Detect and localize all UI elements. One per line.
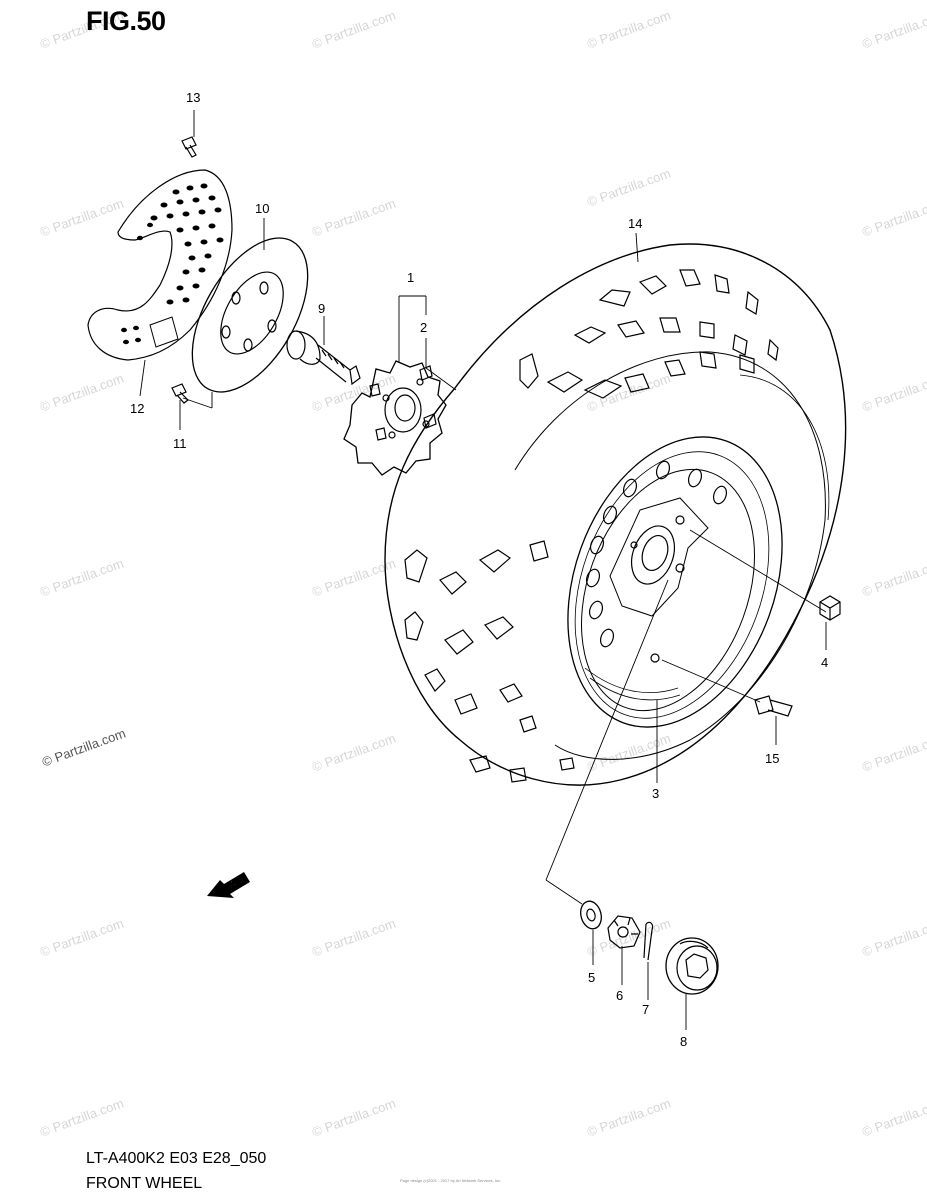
- callout-3[interactable]: 3: [652, 786, 660, 801]
- fwd-direction-arrow: FWD: [207, 872, 250, 898]
- callout-6[interactable]: 6: [616, 988, 624, 1003]
- cotter-pin[interactable]: [643, 921, 654, 961]
- copyright-fine-print: Page design (c)2001 - 2017 by Ari Networ…: [400, 1178, 502, 1183]
- callout-8[interactable]: 8: [680, 1034, 688, 1049]
- callout-14[interactable]: 14: [628, 216, 643, 231]
- callout-5[interactable]: 5: [588, 970, 596, 985]
- axle-shaft[interactable]: [286, 330, 361, 386]
- callout-12[interactable]: 12: [130, 401, 145, 416]
- callout-4[interactable]: 4: [821, 655, 829, 670]
- wheel-rim[interactable]: [530, 407, 821, 757]
- callout-9[interactable]: 9: [318, 301, 326, 316]
- callout-10[interactable]: 10: [255, 201, 270, 216]
- wheel-hub[interactable]: [343, 360, 447, 476]
- brake-disc[interactable]: [169, 219, 332, 411]
- disc-bolt-11[interactable]: [171, 383, 189, 404]
- leader-lines: [139, 110, 827, 1030]
- callout-13[interactable]: 13: [186, 90, 201, 105]
- callout-7[interactable]: 7: [642, 1002, 650, 1017]
- callout-1[interactable]: 1: [407, 270, 415, 285]
- castle-nut[interactable]: [607, 915, 641, 949]
- tire[interactable]: [384, 243, 847, 786]
- section-name: FRONT WHEEL: [86, 1175, 203, 1192]
- callout-2[interactable]: 2: [420, 320, 428, 335]
- model-code: LT-A400K2 E03 E28_050: [86, 1150, 267, 1167]
- callout-11[interactable]: 11: [173, 436, 187, 451]
- hub-cap[interactable]: [665, 937, 719, 995]
- figure-label: FIG.50: [86, 6, 166, 36]
- brake-disc-cover[interactable]: [87, 169, 233, 361]
- callout-15[interactable]: 15: [765, 751, 780, 766]
- cover-bolt-13[interactable]: [181, 136, 197, 158]
- wheel-stud[interactable]: [754, 695, 793, 717]
- washer[interactable]: [578, 899, 605, 931]
- wheel-nut[interactable]: [819, 595, 841, 621]
